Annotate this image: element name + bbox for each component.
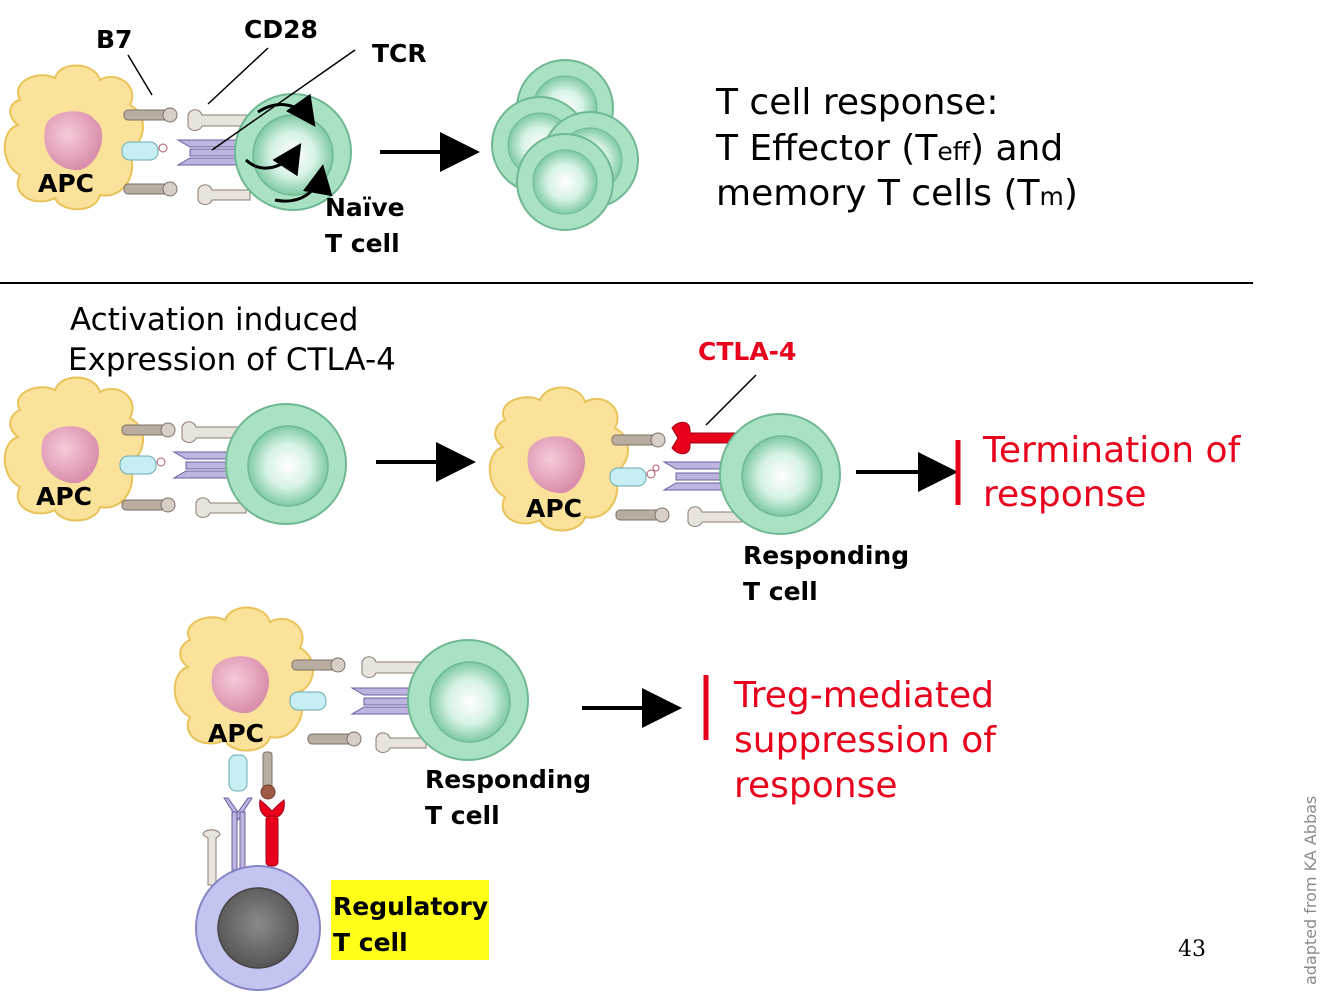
naive-t-cell-label-line1: Naïve xyxy=(325,193,405,222)
responding-t-cell-label-line2: T cell xyxy=(425,801,500,830)
b7-ligand-down xyxy=(260,751,276,800)
termination-line2: response xyxy=(983,474,1147,515)
panel-3: APC Responding T cell xyxy=(173,606,997,991)
response-line3: memory T cells (Tm) xyxy=(716,173,1078,214)
responding-t-cell-label-line1: Responding xyxy=(743,541,909,570)
regulatory-t-cell xyxy=(195,865,321,991)
cd28-label: CD28 xyxy=(244,15,318,44)
mhc-peptide xyxy=(121,141,168,161)
treg-cd28 xyxy=(202,829,221,886)
panel2-heading-line2: Expression of CTLA-4 xyxy=(68,342,396,378)
apc-label-right: APC xyxy=(526,494,582,523)
signal-arrow xyxy=(274,164,333,203)
apc-cell xyxy=(3,64,144,211)
naive-t-cell-label-line2: T cell xyxy=(325,229,400,258)
credit-text: adapted from KA Abbas xyxy=(1301,796,1320,985)
mhc-peptide xyxy=(289,691,327,711)
suppression-line3: response xyxy=(734,765,898,806)
tcr-receptor xyxy=(662,461,729,491)
response-line1: T cell response: xyxy=(715,82,998,123)
apc-mhc-down xyxy=(228,754,248,792)
apc-label-left: APC xyxy=(36,482,92,511)
apc-label: APC xyxy=(208,719,264,748)
b7-ligand xyxy=(291,657,362,747)
termination-line1: Termination of xyxy=(982,430,1242,471)
page-number: 43 xyxy=(1178,937,1206,962)
tcr-pointer xyxy=(211,49,356,151)
ctla4-receptor xyxy=(671,421,743,455)
treg-label-line2: T cell xyxy=(333,928,408,957)
cd28-pointer xyxy=(207,47,269,105)
tcr-receptor xyxy=(176,139,243,166)
apc-label: APC xyxy=(38,169,94,198)
responding-t-cell-label-line1: Responding xyxy=(425,765,591,794)
treg-label-line1: Regulatory xyxy=(333,892,488,921)
response-line2: T Effector (Teff) and xyxy=(715,128,1063,169)
cd28-receptor xyxy=(181,421,247,518)
suppression-line2: suppression of xyxy=(734,720,997,761)
panel2-heading-line1: Activation induced xyxy=(70,302,358,338)
b7-ligand xyxy=(123,107,178,197)
t-cell xyxy=(225,403,347,525)
ctla4-label: CTLA-4 xyxy=(698,337,796,366)
panel-2: Activation induced Expression of CTLA-4 … xyxy=(3,302,1242,606)
panel-1: APC xyxy=(3,15,1078,258)
apc-cell xyxy=(488,386,629,532)
ctla4-pointer xyxy=(705,374,757,426)
responding-t-cell xyxy=(407,639,529,761)
treg-tcr xyxy=(223,797,253,871)
b7-pointer xyxy=(127,54,153,96)
signal-arrow xyxy=(244,142,302,177)
tcr-receptor xyxy=(172,451,239,479)
treg-ctla4 xyxy=(259,799,285,867)
responding-t-cell xyxy=(719,413,841,535)
responding-t-cell-label-line2: T cell xyxy=(743,577,818,606)
b7-ligand xyxy=(611,432,670,523)
suppression-line1: Treg-mediated xyxy=(733,675,994,716)
b7-label: B7 xyxy=(96,25,132,54)
b7-ligand xyxy=(121,422,176,513)
tcr-label: TCR xyxy=(372,39,427,68)
treg-label-highlight xyxy=(331,880,489,960)
effector-memory-t-cells xyxy=(491,59,639,231)
mhc-peptide xyxy=(609,464,660,487)
apc-cell xyxy=(173,606,314,752)
cd28-receptor xyxy=(187,109,251,205)
mhc-peptide xyxy=(119,455,166,475)
signal-arrow xyxy=(257,93,316,127)
tcr-receptor xyxy=(350,687,417,715)
apc-cell xyxy=(3,376,144,522)
